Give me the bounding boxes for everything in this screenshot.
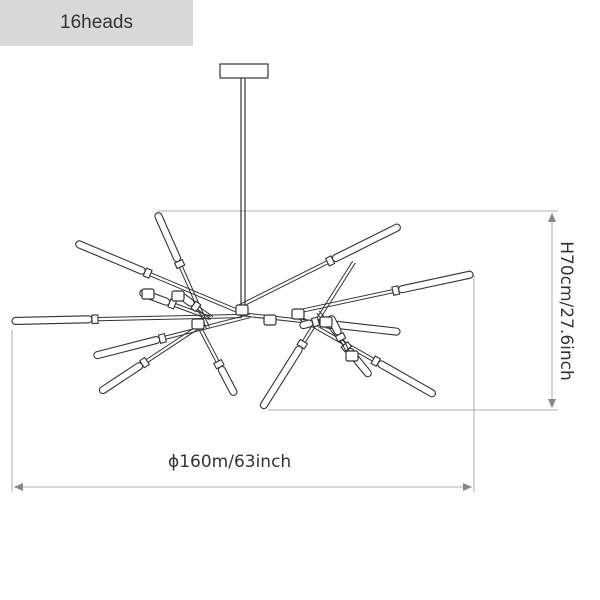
width-dimension-label: ϕ160m/63inch: [168, 452, 292, 472]
arm-rod: [198, 306, 214, 318]
arm-rod: [98, 317, 243, 322]
tube-collar: [296, 338, 309, 350]
arm-rod: [97, 313, 242, 319]
arm-rod: [295, 289, 393, 311]
joint-hub: [235, 304, 249, 316]
chandelier-arm: [299, 315, 331, 330]
light-tube: [331, 223, 401, 263]
light-tube: [154, 212, 182, 263]
chandelier-joints: [141, 288, 359, 362]
joint-hub: [319, 316, 333, 328]
arm-rod: [198, 328, 217, 363]
tube-collar: [138, 356, 151, 369]
joint-hub: [345, 350, 359, 362]
arm-rod: [181, 265, 210, 328]
light-tube: [98, 362, 144, 395]
chandelier-arm: [75, 240, 241, 314]
arm-rod: [304, 262, 356, 343]
tube-collar: [190, 300, 202, 313]
tube-collar: [310, 316, 321, 328]
chandelier-arms: [11, 212, 474, 410]
tube-collar: [157, 332, 168, 344]
arm-rod: [240, 263, 329, 308]
arm-rod: [302, 260, 354, 342]
tube-collar: [370, 355, 382, 368]
canopy: [219, 63, 269, 306]
chandelier-arm: [239, 223, 401, 308]
arm-rod: [150, 272, 241, 311]
arm-rod: [174, 306, 210, 320]
arm-rod: [164, 313, 250, 337]
joint-hub: [291, 308, 305, 320]
light-tube: [398, 270, 474, 294]
height-dimension-label: H70cm/27.6inch: [556, 241, 576, 381]
chandelier-arm: [11, 313, 243, 325]
arm-rod: [239, 260, 327, 306]
light-tube: [377, 360, 437, 398]
dimension-lines: [11, 210, 558, 492]
joint-hub: [141, 288, 155, 300]
chandelier-arm: [98, 324, 202, 395]
tube-collar: [91, 314, 99, 325]
chandelier-arm: [259, 260, 356, 410]
joint-hub: [171, 290, 185, 302]
arm-rod: [197, 309, 212, 320]
arm-rod: [296, 292, 394, 315]
tube-collar: [334, 331, 347, 343]
tube-collar: [324, 255, 336, 267]
tube-collar: [173, 258, 186, 270]
chandelier-arm: [154, 212, 210, 329]
tube-collar: [213, 358, 225, 370]
arm-rod: [145, 324, 200, 361]
joint-hub: [191, 318, 205, 330]
light-tube: [75, 240, 146, 275]
heads-label: 16heads: [60, 12, 133, 33]
arm-rod: [165, 317, 251, 340]
light-tube: [11, 315, 93, 325]
chandelier-arm: [93, 313, 251, 360]
joint-hub: [263, 314, 277, 326]
tube-collar: [142, 267, 153, 279]
light-tube: [217, 365, 238, 396]
light-tube: [93, 336, 161, 360]
chandelier-arm: [295, 270, 474, 315]
heads-badge: 16heads: [0, 0, 193, 46]
tube-collar: [391, 285, 401, 296]
arm-rod: [147, 326, 202, 363]
arm-rod: [200, 327, 220, 362]
chandelier-arm: [198, 327, 238, 396]
light-tube: [259, 345, 303, 410]
